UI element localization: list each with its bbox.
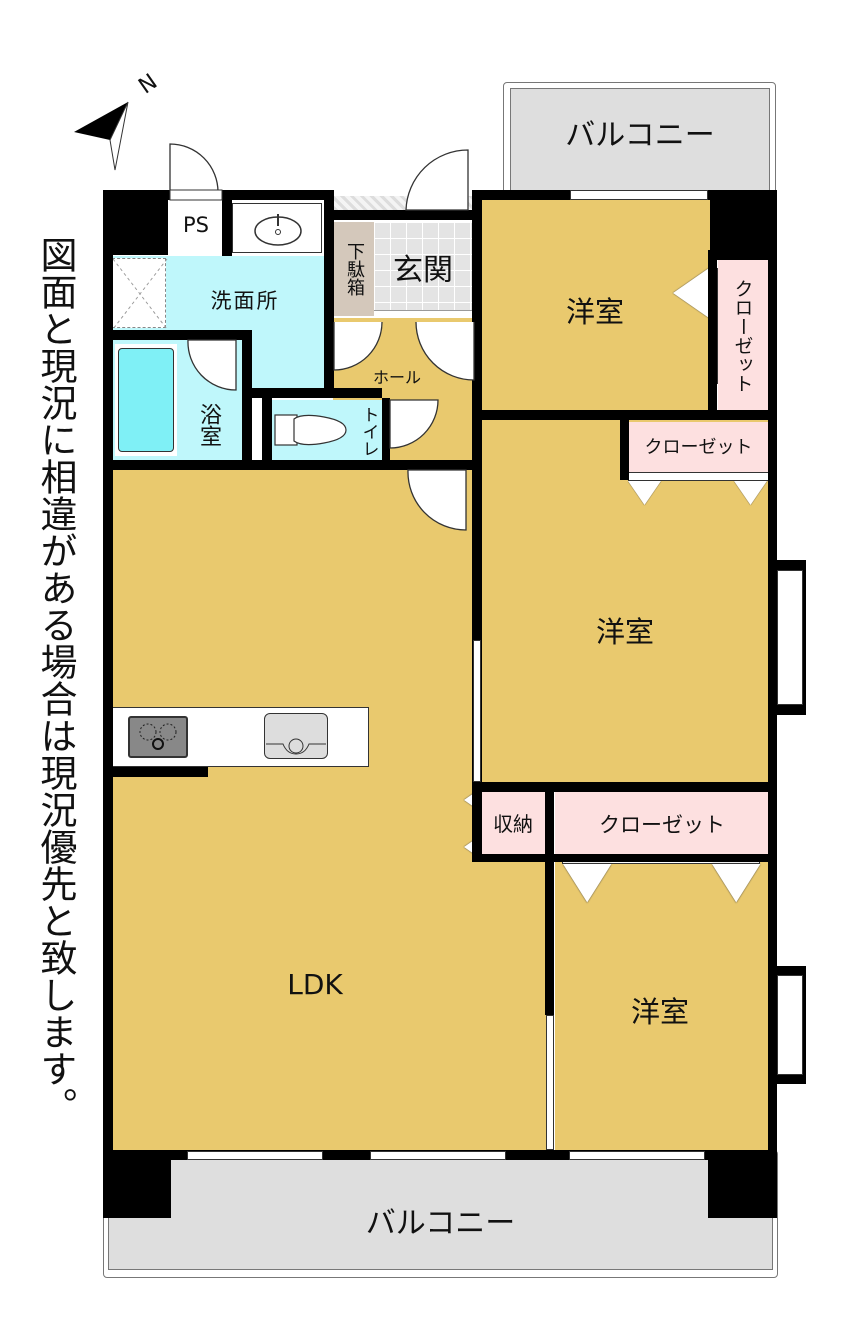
storage-door-swing-bottom bbox=[464, 840, 474, 854]
ldk-floor-lower bbox=[112, 858, 549, 1154]
wall-closet-middle-left bbox=[620, 418, 629, 480]
vanity bbox=[232, 203, 322, 253]
hall-label: ホール bbox=[372, 368, 421, 387]
window-ldk-2[interactable] bbox=[370, 1151, 506, 1160]
storage bbox=[481, 792, 545, 854]
entrance-floor bbox=[374, 222, 472, 310]
closet-north-door-swing bbox=[673, 268, 709, 318]
closet-north bbox=[718, 260, 768, 412]
closet-middle-label: クローゼット bbox=[644, 437, 753, 458]
balcony-top bbox=[510, 88, 770, 194]
wall-bedroom-middle-bottom bbox=[472, 782, 777, 792]
wall-bedroom-north-bottom bbox=[472, 410, 777, 420]
balcony-bottom-label: バルコニー bbox=[365, 1206, 516, 1241]
bedroom-north-label: 洋室 bbox=[565, 295, 624, 329]
storage-label: 収納 bbox=[493, 811, 533, 836]
stove-icon bbox=[128, 716, 188, 758]
wall-toilet-right bbox=[382, 398, 390, 463]
door-bedroom-north-icon[interactable] bbox=[415, 321, 475, 382]
wall-toilet-left bbox=[262, 398, 272, 463]
wall-closet-north-left bbox=[708, 250, 717, 415]
door-ldk-icon[interactable] bbox=[407, 469, 468, 532]
wall-top-entrance bbox=[326, 210, 476, 220]
wall-bedroom-south-left bbox=[545, 860, 554, 1015]
closet-middle-door-swing-right bbox=[734, 481, 767, 505]
closet-south bbox=[555, 792, 769, 854]
door-ps-icon[interactable] bbox=[169, 138, 223, 201]
wall-ldk-top bbox=[103, 460, 475, 470]
bathtub-basin bbox=[118, 348, 174, 452]
closet-middle-door-swing-left bbox=[628, 481, 661, 505]
wall-storage-right bbox=[545, 790, 554, 862]
laundry-pan bbox=[112, 258, 168, 330]
window-ldk-1[interactable] bbox=[187, 1151, 323, 1160]
closet-south-door-swing-right bbox=[712, 864, 761, 903]
sliding-door-ldk-bedroom-south[interactable] bbox=[546, 1015, 554, 1150]
shoe-box-label: 下駄箱 bbox=[344, 242, 365, 296]
closet-north-label: クローゼット bbox=[731, 279, 754, 393]
wall-kitchen-stub bbox=[103, 767, 208, 777]
bath-label: 浴室 bbox=[196, 403, 221, 447]
pillar-bottom-right bbox=[708, 1150, 777, 1218]
wall-toilet-top bbox=[242, 388, 382, 398]
washroom-label: 洗面所 bbox=[210, 289, 280, 313]
wall-washroom-right bbox=[324, 190, 334, 390]
sink-icon bbox=[254, 214, 302, 246]
shoe-box bbox=[334, 222, 374, 316]
door-washroom-icon[interactable] bbox=[333, 321, 383, 372]
wall-ps-right bbox=[222, 190, 232, 256]
balcony-bottom bbox=[108, 1150, 773, 1270]
entrance-step bbox=[374, 310, 472, 318]
bedroom-south-label: 洋室 bbox=[630, 995, 689, 1029]
window-bedroom-south[interactable] bbox=[569, 1151, 705, 1160]
kitchen-sink-icon bbox=[264, 713, 328, 759]
wall-closet-south-bottom bbox=[472, 854, 777, 862]
kitchen-counter bbox=[112, 707, 369, 767]
closet-south-label: クローゼット bbox=[599, 813, 725, 837]
pillar-bottom-left bbox=[103, 1150, 171, 1218]
balcony-top-label: バルコニー bbox=[565, 118, 715, 153]
wall-outer-right-2 bbox=[768, 700, 777, 972]
storage-door-swing-top bbox=[464, 793, 474, 807]
ps-box bbox=[170, 200, 222, 256]
entrance-label: 玄関 bbox=[393, 253, 453, 288]
bay-window-south[interactable] bbox=[777, 975, 803, 1075]
closet-south-door-swing-left bbox=[563, 864, 612, 903]
compass: N bbox=[70, 69, 170, 180]
toilet-label: トイレ bbox=[358, 405, 379, 457]
pillar-top-left bbox=[103, 190, 168, 255]
ps-label: PS bbox=[183, 213, 209, 237]
bay-window-middle[interactable] bbox=[777, 570, 803, 705]
door-entrance-icon[interactable] bbox=[402, 148, 469, 211]
wall-bath-top bbox=[103, 330, 251, 340]
closet-middle bbox=[628, 422, 769, 472]
toilet-bowl bbox=[272, 405, 352, 455]
laundry-pan-x-icon bbox=[112, 258, 168, 330]
closet-middle-door[interactable] bbox=[628, 472, 769, 481]
notice-text: 図面と現況に相違がある場合は現況優先と致します。 bbox=[34, 236, 77, 1124]
door-bath-icon[interactable] bbox=[186, 338, 238, 392]
sliding-door-ldk-bedroom-middle[interactable] bbox=[473, 640, 481, 782]
wall-outer-right-1 bbox=[768, 190, 777, 570]
wall-center-vertical bbox=[472, 190, 482, 858]
ldk-label: LDK bbox=[287, 967, 343, 1001]
pillar-top-right bbox=[710, 190, 777, 260]
toilet-icon bbox=[274, 414, 347, 446]
bedroom-middle-label: 洋室 bbox=[595, 615, 654, 649]
window-bedroom-north[interactable] bbox=[570, 190, 708, 200]
door-toilet-icon[interactable] bbox=[389, 399, 442, 452]
wall-outer-right-3 bbox=[768, 1078, 777, 1158]
bedroom-south-floor bbox=[555, 862, 769, 1154]
bathtub bbox=[115, 344, 177, 456]
compass-arrow-icon bbox=[74, 101, 129, 171]
bedroom-north-floor bbox=[481, 200, 710, 410]
wall-outer-left bbox=[103, 190, 113, 1160]
